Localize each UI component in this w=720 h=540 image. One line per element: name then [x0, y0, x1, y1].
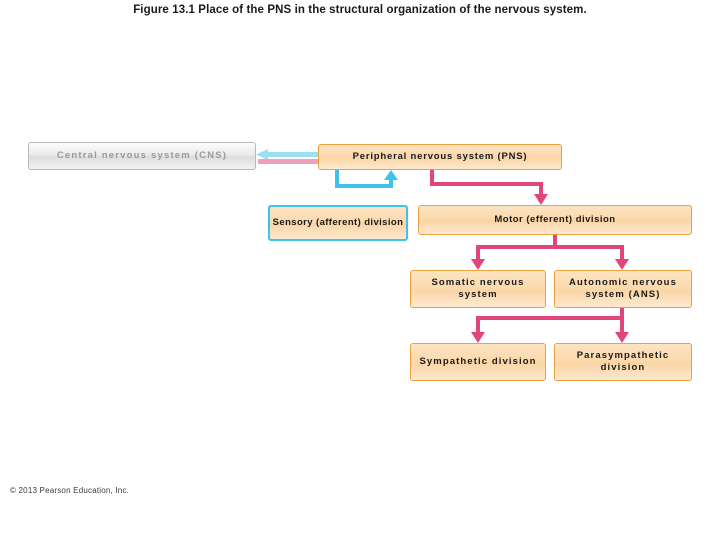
arrow-pns-to-sensory [335, 170, 398, 188]
box-peripheral-nervous-system[interactable]: Peripheral nervous system (PNS) [318, 144, 562, 170]
arrow-autonomic-to-children [471, 308, 629, 343]
arrow-motor-to-children [471, 235, 629, 270]
arrow-sensory-to-cns [256, 149, 320, 160]
box-central-nervous-system[interactable]: Central nervous system (CNS) [28, 142, 256, 170]
arrow-pns-to-motor [430, 170, 548, 205]
copyright-notice: © 2013 Pearson Education, Inc. [10, 486, 130, 495]
box-autonomic-nervous-system[interactable]: Autonomic nervous system (ANS) [554, 270, 692, 308]
box-somatic-nervous-system[interactable]: Somatic nervous system [410, 270, 546, 308]
box-parasympathetic-division[interactable]: Parasympathetic division [554, 343, 692, 381]
box-sympathetic-division[interactable]: Sympathetic division [410, 343, 546, 381]
figure-title: Figure 13.1 Place of the PNS in the stru… [133, 4, 587, 16]
box-sensory-afferent-division[interactable]: Sensory (afferent) division [268, 205, 408, 241]
box-motor-efferent-division[interactable]: Motor (efferent) division [418, 205, 692, 235]
